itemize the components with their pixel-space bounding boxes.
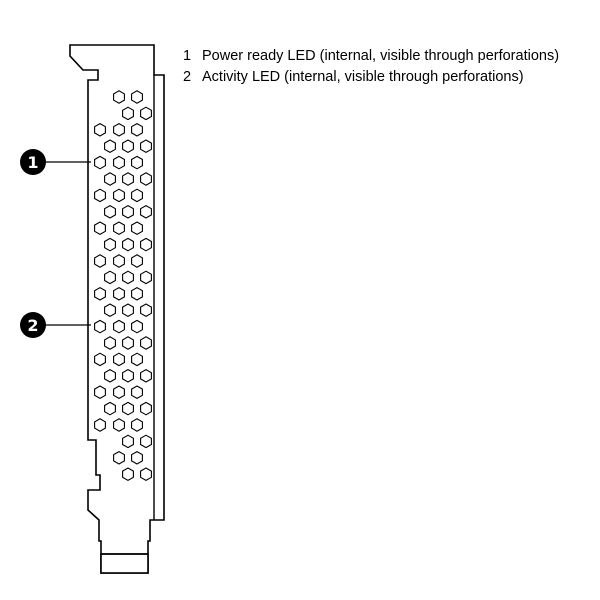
bracket-outline [69,44,165,574]
perforation-hole [94,155,106,170]
perforation-hole [113,418,125,432]
perforation-hole [113,352,125,367]
perforation-hole [122,106,134,121]
legend-item-2-text: Activity LED (internal, visible through … [202,69,524,85]
bracket-foot-tab [100,553,149,574]
perforation-hole [113,254,125,268]
perforation-hole [131,254,143,268]
perforation-hole [94,221,106,236]
perforation-hole [104,204,116,219]
legend-item-1-number: 1 [183,48,192,64]
perforation-hole [113,319,125,334]
perforation-hole [104,172,116,186]
perforation-hole [104,336,116,350]
perforation-hole [122,467,134,482]
legend-item-1-text: Power ready LED (internal, visible throu… [202,48,560,64]
perforation-hole [94,188,106,203]
callout-2-number: 2 [27,316,38,335]
perforation-hole [140,172,152,186]
perforation-hole [113,450,125,465]
perforation-hole [113,221,125,236]
legend: 1 Power ready LED (internal, visible thr… [183,46,559,88]
perforation-hole [122,401,134,416]
perforation-hole [140,106,152,121]
perforation-hole [131,155,143,170]
perforation-hole [94,254,106,268]
callout-1-circle [20,149,46,175]
perforation-hole [140,401,152,416]
perforation-hole [131,90,143,104]
perforation-hole [131,319,143,334]
perforation-hole [131,122,143,137]
perforation-hole [140,139,152,154]
perforation-hole [94,418,106,432]
perforation-hole [131,418,143,432]
perforation-hole [140,237,152,252]
perforation-hole [140,303,152,318]
perforation-hole [122,336,134,350]
perforation-hole [104,237,116,252]
perforation-hole [131,221,143,236]
perforation-hole [113,385,125,400]
legend-item-2: 2 Activity LED (internal, visible throug… [183,67,559,88]
perforation-hole [131,286,143,301]
perforation-hole [94,319,106,334]
perforation-hole [140,336,152,350]
perforation-hole [131,385,143,400]
perforation-hole [104,401,116,416]
perforation-hole [104,270,116,285]
perforation-hole [131,352,143,367]
perforation-hole [140,270,152,285]
perforation-hole [140,434,152,449]
perforation-hole [113,122,125,137]
callout-1-number: 1 [27,153,38,172]
perforation-hole [122,172,134,186]
perforation-hole [131,450,143,465]
perforation-hole [122,368,134,383]
perforation-hole [113,188,125,203]
perforation-hole [113,90,125,104]
perforation-hole [104,139,116,154]
perforation-hole [122,139,134,154]
perforation-grid [94,90,152,482]
perforation-hole [94,352,106,367]
perforation-hole [140,368,152,383]
perforation-hole [104,303,116,318]
perforation-hole [94,122,106,137]
perforation-hole [122,204,134,219]
perforation-hole [122,270,134,285]
perforation-hole [122,434,134,449]
perforation-hole [122,303,134,318]
perforation-hole [94,286,106,301]
perforation-hole [140,204,152,219]
perforation-hole [94,385,106,400]
callout-1: 1 [20,149,46,175]
perforation-hole [140,467,152,482]
callout-2-circle [20,312,46,338]
perforation-hole [113,155,125,170]
perforation-hole [104,368,116,383]
legend-item-1: 1 Power ready LED (internal, visible thr… [183,46,559,67]
perforation-hole [131,188,143,203]
perforation-hole [122,237,134,252]
perforation-hole [113,286,125,301]
callout-2: 2 [20,312,46,338]
legend-item-2-number: 2 [183,69,192,85]
